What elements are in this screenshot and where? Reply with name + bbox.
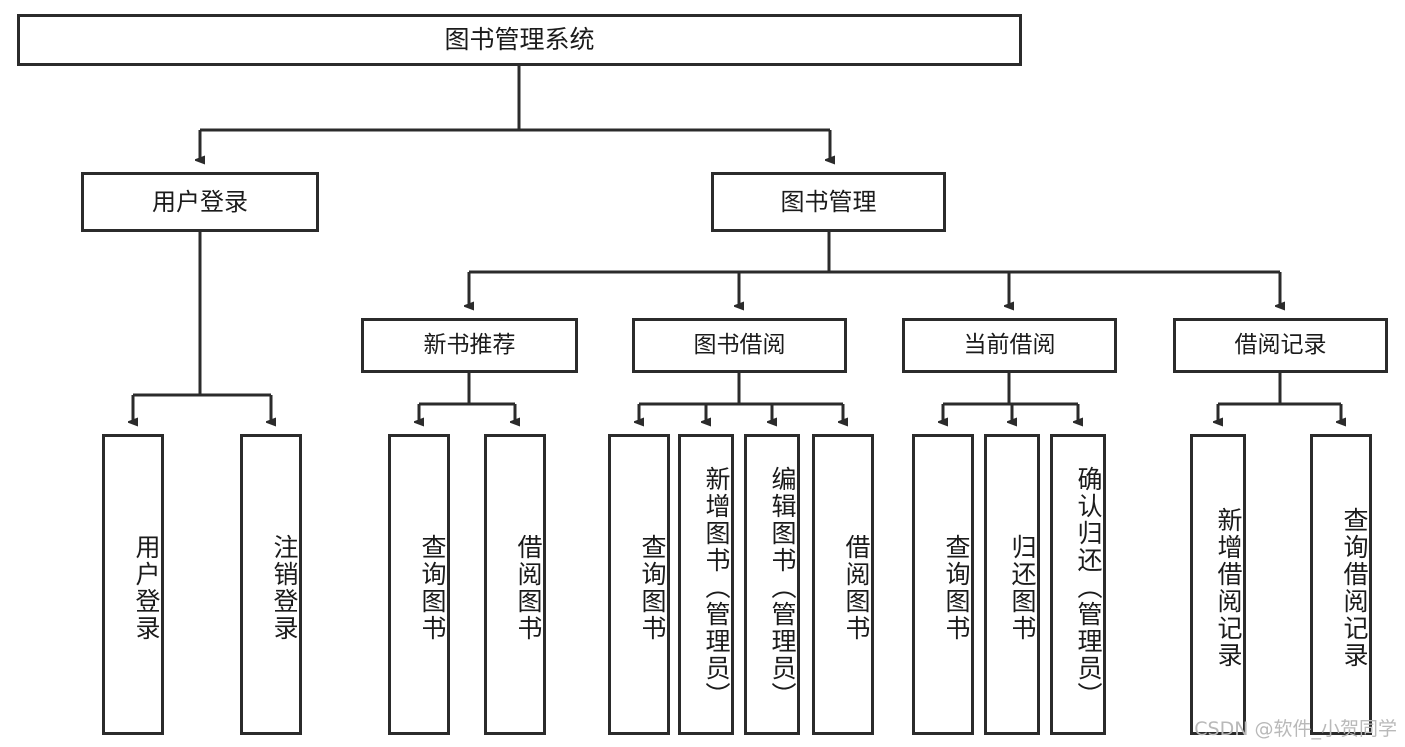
node-leaf-add-book-admin[interactable]: 新增图书（管理员） [678,434,734,735]
node-level2-new-book-recommend[interactable]: 新书推荐 [361,318,578,373]
node-leaf-query-book-recommend[interactable]: 查询图书 [388,434,450,735]
node-leaf-borrow-book-recommend[interactable]: 借阅图书 [484,434,546,735]
node-leaf-confirm-return-admin[interactable]: 确认归还（管理员） [1050,434,1106,735]
node-leaf-query-book-current[interactable]: 查询图书 [912,434,974,735]
node-level2-borrow-record[interactable]: 借阅记录 [1173,318,1388,373]
node-leaf-query-book-borrow[interactable]: 查询图书 [608,434,670,735]
node-root[interactable]: 图书管理系统 [17,14,1022,66]
node-level1-user-login[interactable]: 用户登录 [81,172,319,232]
node-leaf-borrow-book[interactable]: 借阅图书 [812,434,874,735]
node-leaf-edit-book-admin[interactable]: 编辑图书（管理员） [744,434,800,735]
watermark-text: CSDN @软件_小贺同学 [1194,718,1397,740]
node-leaf-add-borrow-record[interactable]: 新增借阅记录 [1190,434,1246,735]
node-leaf-logout[interactable]: 注销登录 [240,434,302,735]
node-level2-current-borrow[interactable]: 当前借阅 [902,318,1117,373]
node-leaf-return-book[interactable]: 归还图书 [984,434,1040,735]
node-leaf-query-borrow-record[interactable]: 查询借阅记录 [1310,434,1372,735]
node-level2-book-borrow[interactable]: 图书借阅 [632,318,847,373]
node-leaf-user-login[interactable]: 用户登录 [102,434,164,735]
node-level1-book-management[interactable]: 图书管理 [711,172,946,232]
